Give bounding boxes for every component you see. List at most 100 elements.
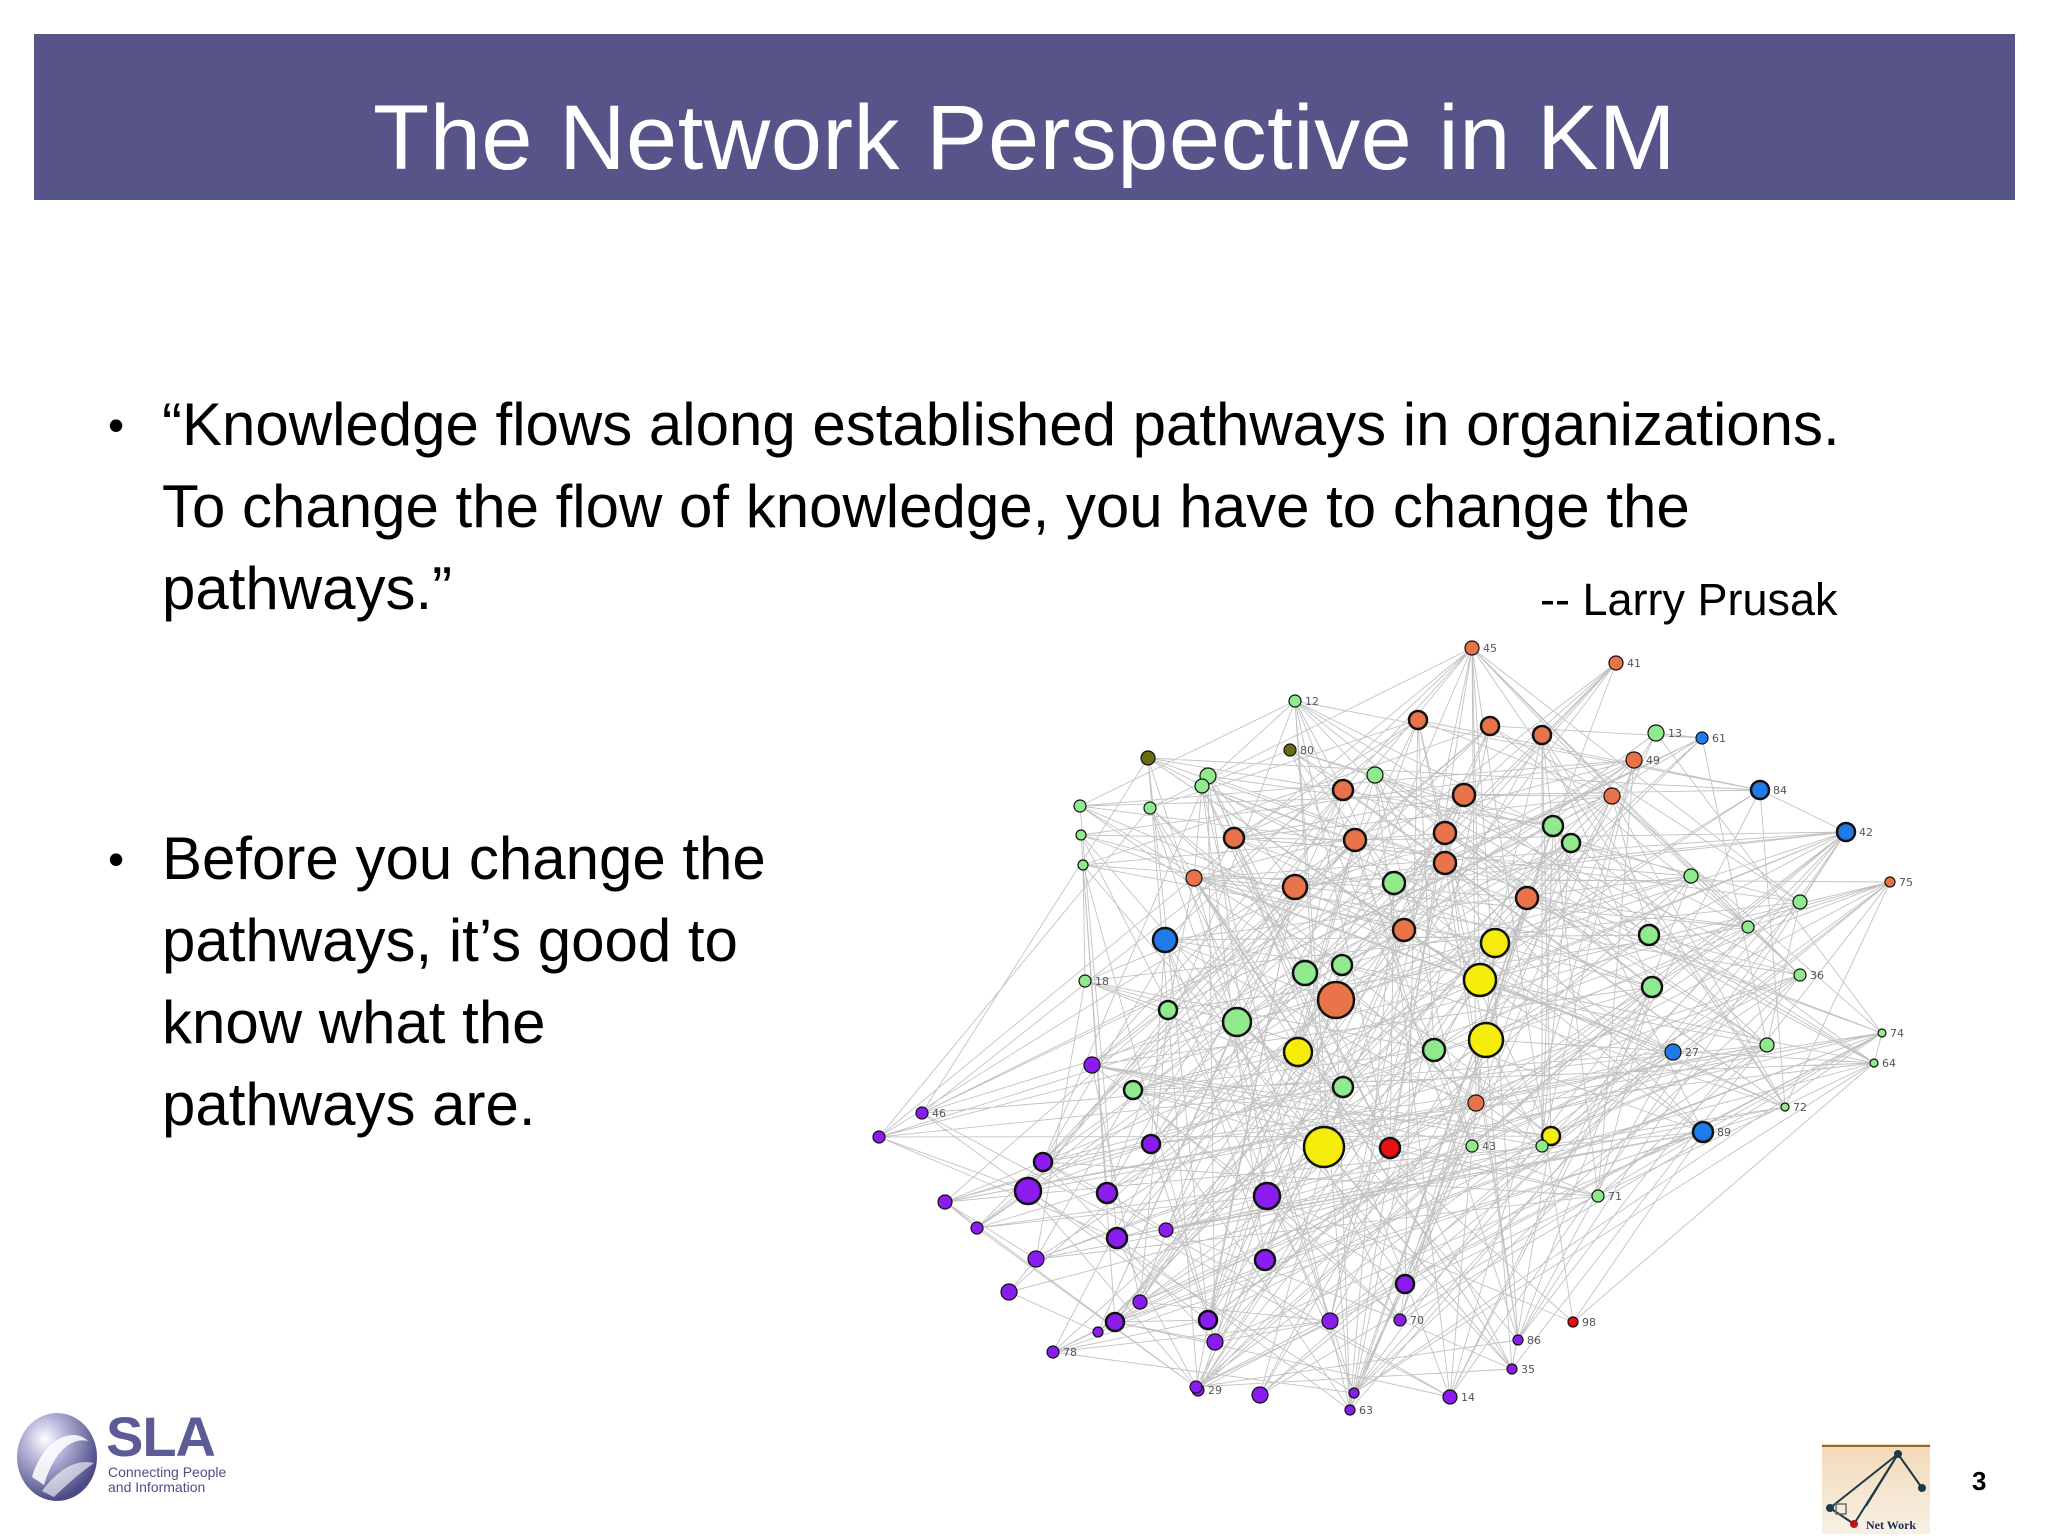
pathways-line-1: Before you change the [162, 825, 766, 892]
network-node [1132, 1294, 1148, 1310]
network-node [915, 1106, 929, 1120]
network-node [1252, 1181, 1282, 1211]
network-node-label: 18 [1095, 975, 1109, 988]
network-node [1140, 750, 1156, 766]
network-node-label: 61 [1712, 732, 1726, 745]
network-node [1792, 894, 1808, 910]
network-node [1462, 962, 1498, 998]
network-node-label: 35 [1521, 1363, 1535, 1376]
network-node [1197, 1309, 1219, 1331]
sla-tagline-line-1: Connecting People [108, 1464, 227, 1480]
network-node [1407, 709, 1429, 731]
network-node [1591, 1189, 1605, 1203]
network-node [1321, 1312, 1339, 1330]
network-node [1391, 917, 1417, 943]
network-node [1683, 868, 1699, 884]
network-node [1464, 640, 1480, 656]
network-edges [878, 647, 1891, 1411]
network-node [1342, 827, 1368, 853]
network-node [1316, 980, 1356, 1020]
network-node [1344, 1404, 1356, 1416]
network-node [1157, 999, 1179, 1021]
slide-title: The Network Perspective in KM [373, 87, 1676, 189]
network-node [1046, 1345, 1060, 1359]
network-node [1741, 920, 1755, 934]
network-node-label: 84 [1773, 784, 1787, 797]
network-node [937, 1194, 953, 1210]
network-node-label: 89 [1717, 1126, 1731, 1139]
network-node [1348, 1387, 1360, 1399]
network-node [1288, 694, 1302, 708]
network-node [1869, 1058, 1879, 1068]
sla-orb-icon [17, 1413, 97, 1501]
network-node [1479, 927, 1511, 959]
network-node [1083, 1056, 1101, 1074]
network-node [872, 1130, 886, 1144]
network-node-label: 43 [1482, 1140, 1496, 1153]
network-node [1000, 1283, 1018, 1301]
network-node [1793, 968, 1807, 982]
network-node-label: 63 [1359, 1404, 1373, 1417]
network-node [1206, 1333, 1224, 1351]
network-node [1221, 1006, 1253, 1038]
network-node [1095, 1181, 1119, 1205]
network-node [1451, 782, 1477, 808]
network-node [1078, 974, 1092, 988]
network-node-label: 14 [1461, 1391, 1475, 1404]
network-node-label: 27 [1685, 1046, 1699, 1059]
network-node-label: 78 [1063, 1346, 1077, 1359]
network-node [1432, 820, 1458, 846]
bullet-quote: • “Knowledge flows along established pat… [108, 384, 1942, 630]
bullet-marker: • [108, 399, 125, 451]
network-node-label: 49 [1646, 754, 1660, 767]
network-node [1222, 826, 1246, 850]
sla-tagline-line-2: and Information [108, 1479, 206, 1495]
network-node-label: 46 [932, 1107, 946, 1120]
network-node [970, 1221, 984, 1235]
network-node-label: 70 [1410, 1314, 1424, 1327]
network-node [1331, 778, 1355, 802]
netwerk-logo-icon [1822, 1444, 1930, 1534]
network-node-label: 75 [1899, 876, 1913, 889]
network-node [1151, 926, 1179, 954]
network-node [1625, 751, 1643, 769]
pathways-line-4: pathways are. [162, 1071, 536, 1138]
network-node-label: 72 [1793, 1101, 1807, 1114]
network-node-label: 45 [1483, 642, 1497, 655]
network-node [1253, 1248, 1277, 1272]
quote-attribution: -- Larry Prusak [1540, 574, 1838, 625]
network-node [1531, 724, 1553, 746]
network-node [1506, 1363, 1518, 1375]
quote-line-3: pathways.” [162, 555, 453, 622]
network-node [1194, 778, 1210, 794]
network-node [1479, 715, 1501, 737]
network-node [1535, 1139, 1549, 1153]
network-node [1541, 814, 1565, 838]
network-node [1331, 1075, 1355, 1099]
sla-logo: SLA Connecting People and Information [14, 1405, 234, 1505]
network-node [1603, 787, 1621, 805]
network-node-label: 74 [1890, 1027, 1904, 1040]
network-node [1884, 876, 1896, 888]
network-node [1647, 724, 1665, 742]
network-node [1143, 801, 1157, 815]
network-node [1027, 1250, 1045, 1268]
network-node [1330, 953, 1354, 977]
network-node [1640, 975, 1664, 999]
network-node [1567, 1316, 1579, 1328]
network-node [1608, 655, 1624, 671]
network-node [1394, 1273, 1416, 1295]
network-node [1013, 1176, 1043, 1206]
network-node [1759, 1037, 1775, 1053]
title-bar: The Network Perspective in KM [34, 34, 2015, 200]
page-number: 3 [1972, 1466, 1987, 1496]
network-node [1251, 1386, 1269, 1404]
network-node [1158, 1222, 1174, 1238]
network-node [1664, 1043, 1682, 1061]
network-node [1465, 1139, 1479, 1153]
network-nodes [872, 640, 1896, 1416]
network-node-label: 86 [1527, 1334, 1541, 1347]
network-node [1105, 1226, 1129, 1250]
network-node [1381, 870, 1407, 896]
